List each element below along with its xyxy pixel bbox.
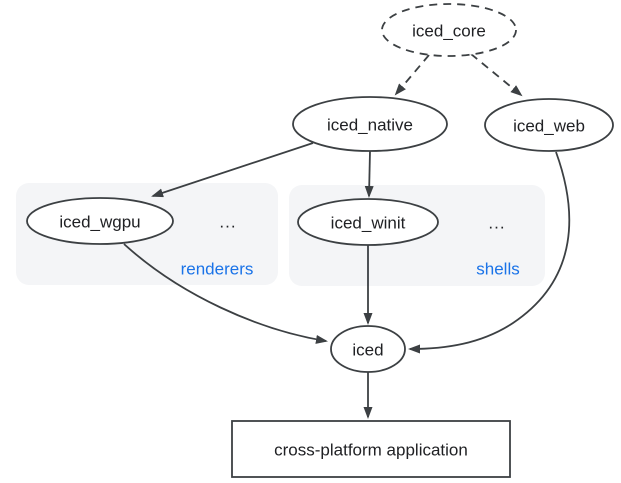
node-iced-label: iced xyxy=(352,341,383,360)
node-iced-core-shape xyxy=(381,3,517,57)
node-iced-wgpu-label: iced_wgpu xyxy=(59,213,140,232)
node-iced-winit-label: iced_winit xyxy=(331,214,406,233)
group-shells-ellipsis: ... xyxy=(488,214,505,233)
edge-iced-web-to-iced xyxy=(408,151,571,354)
node-iced-wgpu-shape xyxy=(26,197,174,245)
node-iced-web: iced_web xyxy=(484,98,614,152)
edge-iced-wgpu-to-iced xyxy=(123,243,328,344)
node-iced-winit-shape xyxy=(297,198,439,246)
edge-iced-native-to-iced-wgpu xyxy=(151,142,314,198)
edge-iced-core-to-iced-native xyxy=(394,54,430,96)
group-shells-label: shells xyxy=(476,260,519,279)
node-application-label: cross-platform application xyxy=(274,441,468,460)
edge-iced-native-to-iced-winit xyxy=(364,150,374,198)
edge-iced-core-to-iced-web xyxy=(470,53,523,97)
node-application-shape xyxy=(231,420,511,478)
node-iced-native-shape xyxy=(292,96,448,152)
node-iced-wgpu: iced_wgpu xyxy=(26,197,174,245)
node-iced: iced xyxy=(330,325,406,373)
node-iced-core-label: iced_core xyxy=(412,22,486,41)
node-iced-web-shape xyxy=(484,98,614,152)
node-iced-native: iced_native xyxy=(292,96,448,152)
node-iced-core: iced_core xyxy=(381,3,517,57)
group-renderers-ellipsis: ... xyxy=(219,213,236,232)
node-iced-shape xyxy=(330,325,406,373)
node-iced-native-label: iced_native xyxy=(327,116,413,135)
node-iced-winit: iced_winit xyxy=(297,198,439,246)
group-renderers-label: renderers xyxy=(181,260,254,279)
node-application: cross-platform application xyxy=(231,420,511,478)
node-iced-web-label: iced_web xyxy=(513,117,585,136)
edges xyxy=(123,53,571,419)
